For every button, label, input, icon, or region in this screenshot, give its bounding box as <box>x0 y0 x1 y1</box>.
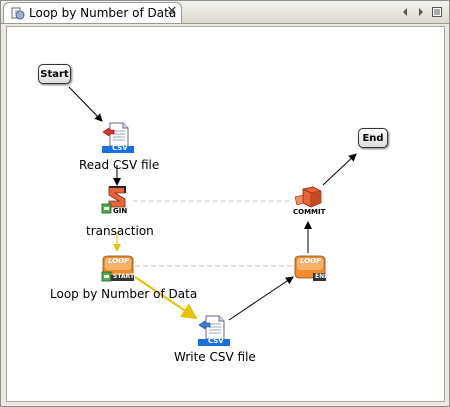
loop-end-icon <box>294 255 326 281</box>
loop-badge-top: LOOP <box>300 257 322 265</box>
connector-commit-to-end <box>322 153 357 186</box>
chevron-left-icon[interactable] <box>399 6 411 18</box>
csv-file-icon <box>102 122 134 153</box>
flow-canvas[interactable]: Start End CSV Read CSV file GIN <box>6 26 445 402</box>
read-csv-node[interactable]: CSV <box>100 122 134 154</box>
read-csv-label: Read CSV file <box>79 158 160 172</box>
gin-badge: GIN <box>113 207 128 215</box>
loop-badge-bottom: END <box>315 273 330 280</box>
csv-badge: CSV <box>208 337 224 345</box>
transaction-label: transaction <box>86 224 154 238</box>
csv-file-icon <box>198 315 230 346</box>
tab-loop-by-number-of-data[interactable]: Loop by Number of Data ✕ <box>3 2 182 23</box>
loop-badge-top: LOOP <box>108 257 130 265</box>
chevron-right-icon[interactable] <box>415 6 427 18</box>
connector-start-to-read <box>68 86 103 122</box>
end-node[interactable]: End <box>358 128 388 148</box>
close-icon[interactable]: ✕ <box>166 4 178 19</box>
tab-bar: Loop by Number of Data ✕ <box>1 1 449 24</box>
commit-label: COMMIT <box>293 208 326 216</box>
commit-icon <box>294 186 322 208</box>
transaction-node[interactable]: GIN <box>101 185 133 215</box>
transaction-begin-icon <box>101 186 126 214</box>
loop-start-node[interactable]: LOOP START <box>101 254 135 282</box>
write-csv-node[interactable]: CSV <box>196 315 230 347</box>
connector-loop-to-write <box>134 276 198 320</box>
loop-end-node[interactable]: LOOP END <box>293 254 330 282</box>
csv-badge: CSV <box>112 144 128 152</box>
loop-badge-bottom: START <box>113 273 135 280</box>
start-node[interactable]: Start <box>38 64 71 84</box>
loop-start-label: Loop by Number of Data <box>50 287 198 301</box>
loop-start-icon <box>101 255 134 282</box>
commit-node[interactable]: COMMIT <box>293 185 327 219</box>
write-csv-label: Write CSV file <box>174 350 256 364</box>
connector-layer <box>68 86 357 321</box>
flow-icon <box>11 7 25 20</box>
connector-write-to-loopend <box>228 276 294 321</box>
list-menu-icon[interactable] <box>431 6 443 18</box>
tab-title: Loop by Number of Data <box>29 6 177 20</box>
